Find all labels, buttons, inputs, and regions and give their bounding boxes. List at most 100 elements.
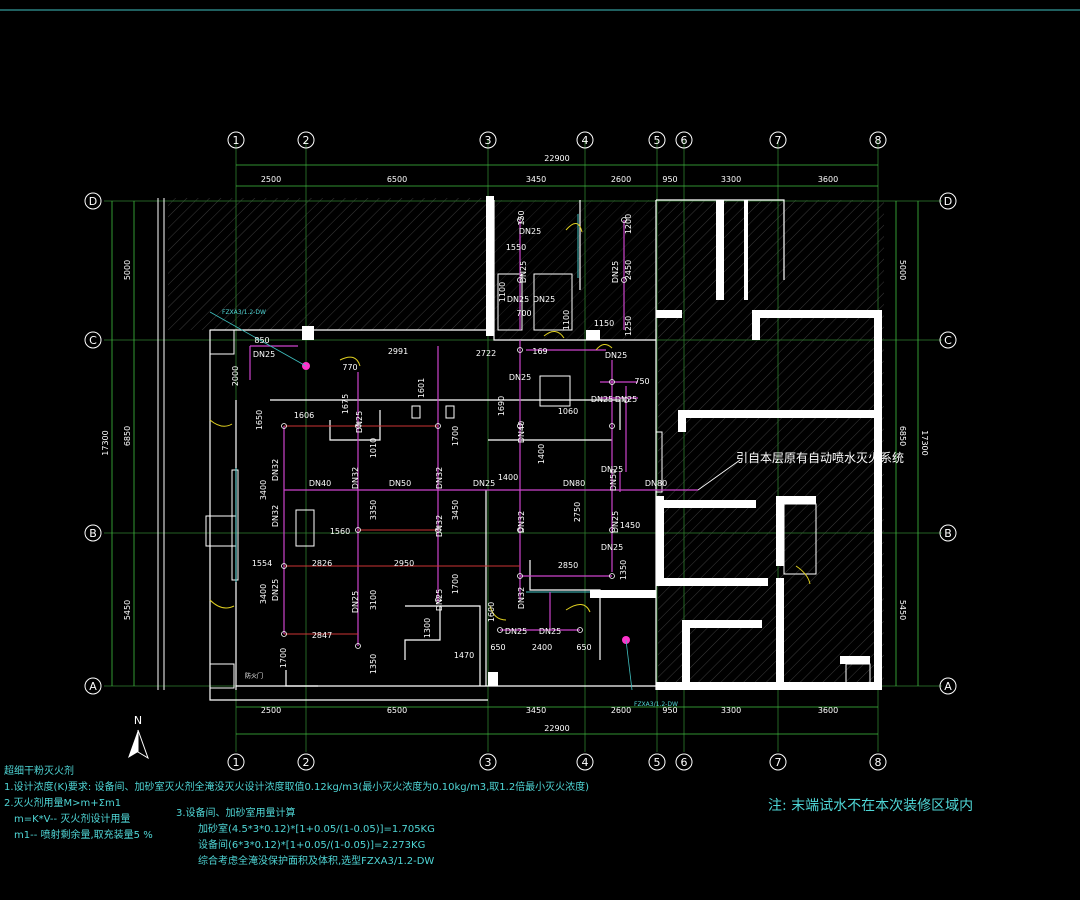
dim-1450: 1450 [620,521,640,530]
dim-1200: 1200 [624,214,633,234]
pipe-label-dn25-12: DN25 [473,479,495,488]
dim-seg-5-bot: 950 [662,706,677,715]
pipe-label-dn25-5: DN25 [611,261,620,283]
dim-2847: 2847 [312,631,332,640]
equip-label-top: FZXA3/1.2-DW [222,309,266,316]
dim-2750: 2750 [573,502,582,522]
col-label-4t: 4 [582,134,589,147]
dim-right-2: 6850 [898,426,907,446]
dim-seg-3-bot: 3450 [526,706,546,715]
dim-left-1: 5000 [123,260,132,280]
pipe-label-dn50-2: DN50 [609,469,618,491]
dim-2450: 2450 [624,260,633,280]
dim-1350b: 1350 [369,654,378,674]
dim-seg-7-top: 3600 [818,175,838,184]
north-arrow-icon [128,729,149,760]
row-label-c-right: C [944,334,952,347]
pipe-label-dn80-2: DN80 [645,479,667,488]
dim-seg-7-bot: 3600 [818,706,838,715]
dim-seg-2-bot: 6500 [387,706,407,715]
pipe-label-dn50-1: DN50 [389,479,411,488]
pipe-label-dn25-8: DN25 [509,373,531,382]
dim-1060: 1060 [558,407,578,416]
dim-left-total: 17300 [101,430,110,455]
col-label-7t: 7 [775,134,782,147]
note-test-water: 注: 末端试水不在本次装修区域内 [768,798,974,814]
pipe-label-dn25-16: DN25 [271,579,280,601]
dim-left-2: 6850 [123,426,132,446]
dim-right-1: 5000 [898,260,907,280]
note-1: 1.设计浓度(K)要求: 设备间、加砂室灭火剂全淹没灭火设计浓度取值0.12kg… [4,782,590,793]
dim-seg-6-top: 3300 [721,175,741,184]
dim-150: 150 [517,210,526,225]
dim-850: 850 [254,336,269,345]
pipe-label-dn32-2: DN32 [271,505,280,527]
dim-2826: 2826 [312,559,332,568]
row-label-d-left: D [89,195,97,208]
pipe-label-dn25-17: DN25 [351,591,360,613]
pipe-label-dn25-10: DN25 [615,395,637,404]
dim-1150: 1150 [594,319,614,328]
dim-1560: 1560 [330,527,350,536]
dim-3350: 3350 [369,500,378,520]
dim-3450: 3450 [451,500,460,520]
dim-seg-1-bot: 2500 [261,706,281,715]
dim-1400b: 1400 [498,473,518,482]
dim-1470: 1470 [454,651,474,660]
pipe-label-dn25-4: DN25 [533,295,555,304]
hatch-top-left [168,198,488,330]
pipe-label-dn25-19: DN25 [505,627,527,636]
pipe-label-dn25-15: DN25 [611,511,620,533]
equip-label-bottom: FZXA3/1.2-DW [634,701,678,708]
note-6: 加砂室(4.5*3*0.12)*[1+0.05/(1-0.05)]=1.705K… [198,824,435,835]
dim-1690: 1690 [497,396,506,416]
dim-2000: 2000 [231,366,240,386]
dim-169: 169 [532,347,547,356]
dim-3400a: 3400 [259,480,268,500]
note-8: 综合考虑全淹没保护面积及体积,选型FZXA3/1.2-DW [198,856,435,867]
door-label: 防火门 [245,672,263,680]
dim-seg-6-bot: 3300 [721,706,741,715]
pipe-label-dn80-1: DN80 [563,479,585,488]
pipe-label-dn25-18: DN25 [435,589,444,611]
dim-seg-4-bot: 2600 [611,706,631,715]
col-label-6b: 6 [681,756,688,769]
note-5: 3.设备间、加砂室用量计算 [176,808,296,819]
pipe-label-dn25-6: DN25 [605,351,627,360]
dim-1601: 1601 [417,378,426,398]
dim-650b: 650 [576,643,591,652]
pipe-label-dn25-11: DN25 [355,411,364,433]
dim-1400a: 1400 [537,444,546,464]
pipe-label-dn25-20: DN25 [539,627,561,636]
col-label-3t: 3 [485,134,492,147]
pipe-label-dn32-1: DN32 [271,459,280,481]
dim-1606: 1606 [294,411,314,420]
sprinkler-source-annotation: 引自本层原有自动喷水灭火系统 [736,451,905,465]
row-label-b-right: B [944,527,952,540]
dim-left-3: 5450 [123,600,132,620]
pipe-label-dn25-2: DN25 [519,261,528,283]
pipe-label-dn32-3: DN32 [351,467,360,489]
dim-1650: 1650 [255,410,264,430]
col-label-3b: 3 [485,756,492,769]
pipe-label-dn25-7: DN25 [253,350,275,359]
dim-2722: 2722 [476,349,496,358]
dim-1300: 1300 [423,618,432,638]
pipe-label-dn40-1: DN40 [309,479,331,488]
pipe-label-dn25-14: DN25 [601,543,623,552]
dim-750: 750 [634,377,649,386]
col-label-8t: 8 [875,134,882,147]
dim-total-bot: 22900 [544,724,569,733]
north-label: N [134,714,142,727]
dim-3100: 3100 [369,590,378,610]
pipe-label-dn32-4: DN32 [435,467,444,489]
dim-700: 700 [516,309,531,318]
row-label-c-left: C [89,334,97,347]
dim-seg-1-top: 2500 [261,175,281,184]
pipe-label-dn25-1: DN25 [519,227,541,236]
pipe-label-dn25-9: DN25 [591,395,613,404]
dim-seg-3-top: 3450 [526,175,546,184]
dim-1250: 1250 [624,316,633,336]
col-label-2b: 2 [303,756,310,769]
note-7: 设备间(6*3*0.12)*[1+0.05/(1-0.05)]=2.273KG [198,840,426,851]
